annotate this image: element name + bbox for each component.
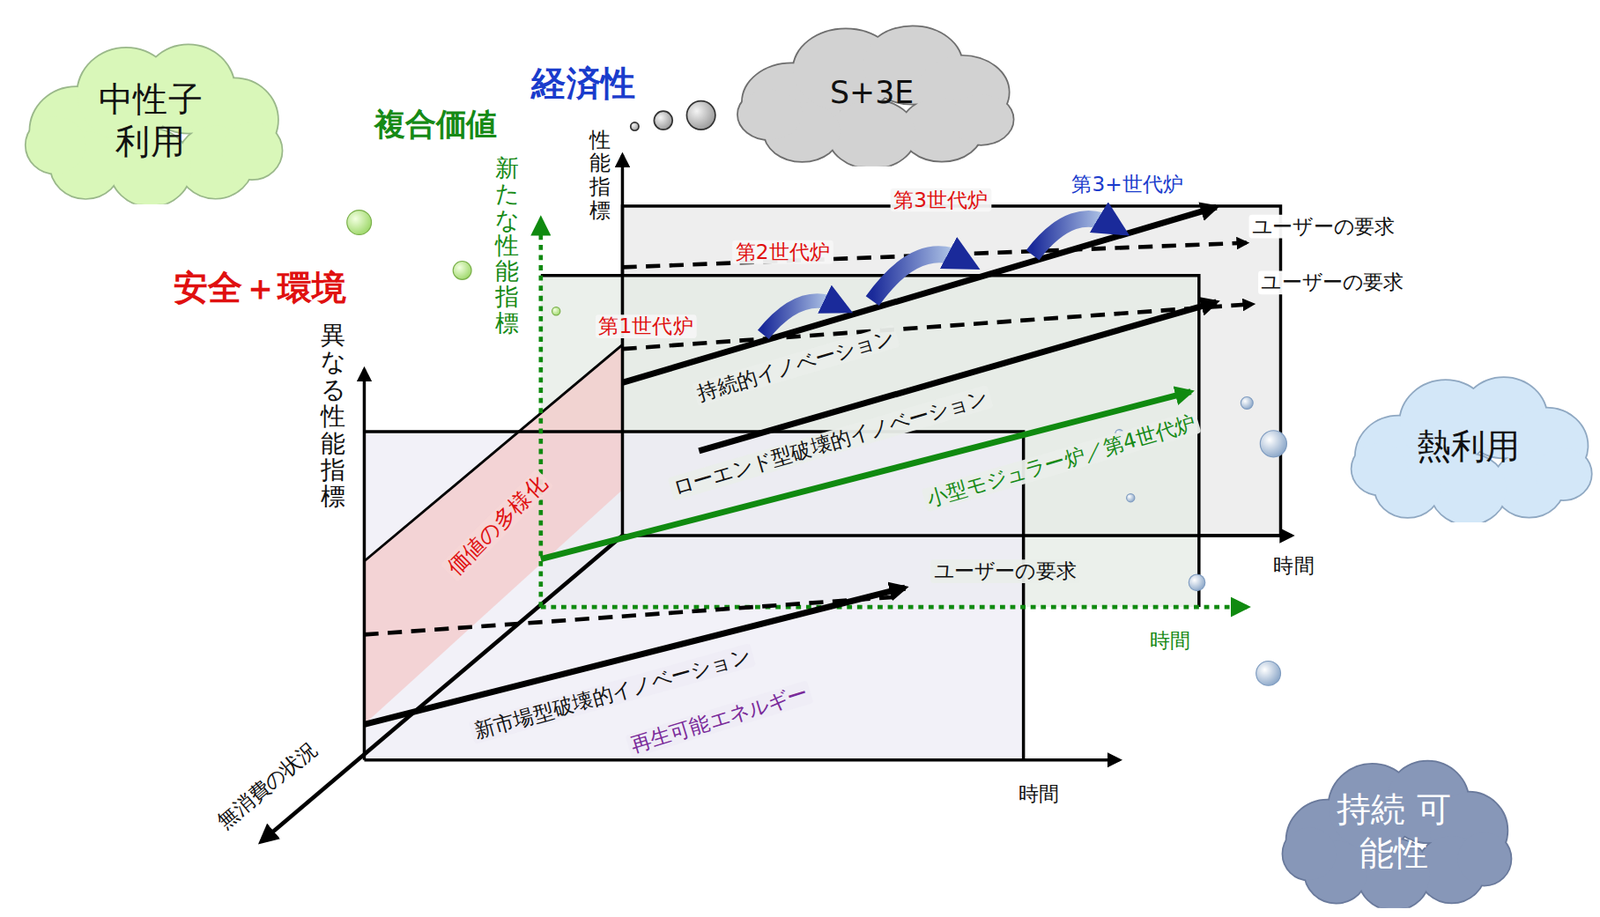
cloud-label: 中性子 利用 [88,76,214,163]
time-axis-label: 時間 [1018,782,1060,807]
demand-label: ユーザーの要求 [1258,270,1408,295]
cloud-shape [1273,753,1514,909]
generation-label: 第2世代炉 [732,240,833,265]
criterion-heading: 経済性 [531,63,636,104]
time-axis-label: 時間 [1273,554,1314,578]
axis-label: 異なる性能指標 [320,322,346,512]
demand-label: ユーザーの要求 [1249,214,1399,239]
criterion-heading: 安全＋環境 [173,267,348,308]
axis-label: 性能指標 [589,128,611,223]
generation-label: 第1世代炉 [595,314,697,339]
s3e-cloud: S+3E [726,18,1018,167]
generation-label: 第3世代炉 [890,188,992,213]
axis-label: 無消費の状況 [213,737,323,835]
time-axis-label: 時間 [1149,629,1191,653]
demand-label: ユーザーの要求 [930,559,1080,584]
cloud-label: S+3E [829,73,914,112]
sustainability-cloud: 持続 可能性 [1273,753,1514,909]
neutron-cloud: 中性子 利用 [14,36,286,205]
criterion-heading: 複合価値 [374,106,497,142]
cloud-shape [14,36,286,205]
heat-cloud: 熱利用 [1341,369,1595,523]
cloud-label: 熱利用 [1416,424,1521,468]
axis-label: 新たな性能指標 [495,155,519,337]
generation-label: 第3+世代炉 [1071,172,1184,197]
cloud-label: 持続 可能性 [1331,787,1457,875]
